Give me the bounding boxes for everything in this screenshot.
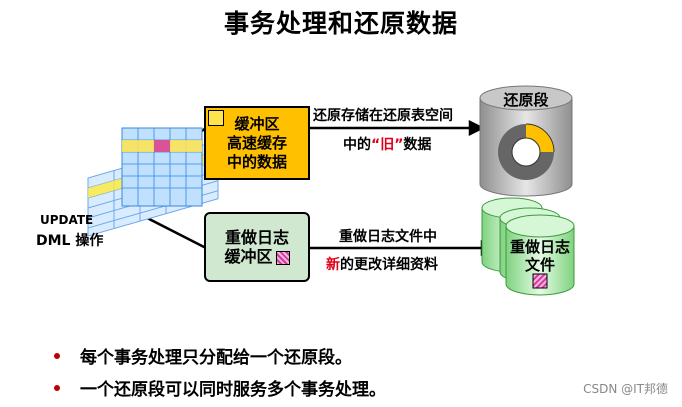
undo-arrow-label-line1: 还原存储在还原表空间 xyxy=(313,105,453,125)
buffer-cache-line1: 缓冲区 xyxy=(234,115,279,134)
buffer-marker-icon xyxy=(208,110,224,126)
bullet-dot-2 xyxy=(54,385,60,391)
update-label: UPDATE xyxy=(40,213,93,227)
undo-segment-label: 还原段 xyxy=(480,89,572,110)
dml-label: DML 操作 xyxy=(36,230,103,250)
redo-change-icon xyxy=(276,251,290,265)
redo-label-post: 的更改详细资料 xyxy=(340,257,438,273)
undo-arrow-label-line2: 中的“旧”数据 xyxy=(343,134,431,154)
watermark: CSDN @IT邦德 xyxy=(583,380,668,397)
redo-log-buffer-box: 重做日志 缓冲区 xyxy=(204,212,310,282)
redo-arrow-label-line1: 重做日志文件中 xyxy=(339,226,437,246)
bullet-dot-1 xyxy=(54,353,60,359)
redo-file-label-line2: 文件 xyxy=(500,256,580,274)
undo-label-pre: 中的 xyxy=(343,137,371,153)
redo-arrow-label-line2: 新的更改详细资料 xyxy=(326,254,438,274)
buffer-cache-line3: 中的数据 xyxy=(227,153,287,172)
redo-file-label-line1: 重做日志 xyxy=(500,238,580,256)
buffer-cache-line2: 高速缓存 xyxy=(227,134,287,153)
undo-label-post: 数据 xyxy=(403,137,431,153)
redo-buffer-line2: 缓冲区 xyxy=(224,247,272,266)
undo-label-old: “旧” xyxy=(371,137,403,153)
bullet-item-1: 每个事务处理只分配给一个还原段。 xyxy=(80,343,352,368)
redo-file-label: 重做日志 文件 xyxy=(500,238,580,274)
redo-label-new: 新 xyxy=(326,257,340,273)
redo-buffer-line1: 重做日志 xyxy=(225,228,289,247)
bullet-item-2: 一个还原段可以同时服务多个事务处理。 xyxy=(80,375,386,400)
redo-buffer-line2-row: 缓冲区 xyxy=(224,247,289,266)
table-body-graphic xyxy=(122,128,202,206)
